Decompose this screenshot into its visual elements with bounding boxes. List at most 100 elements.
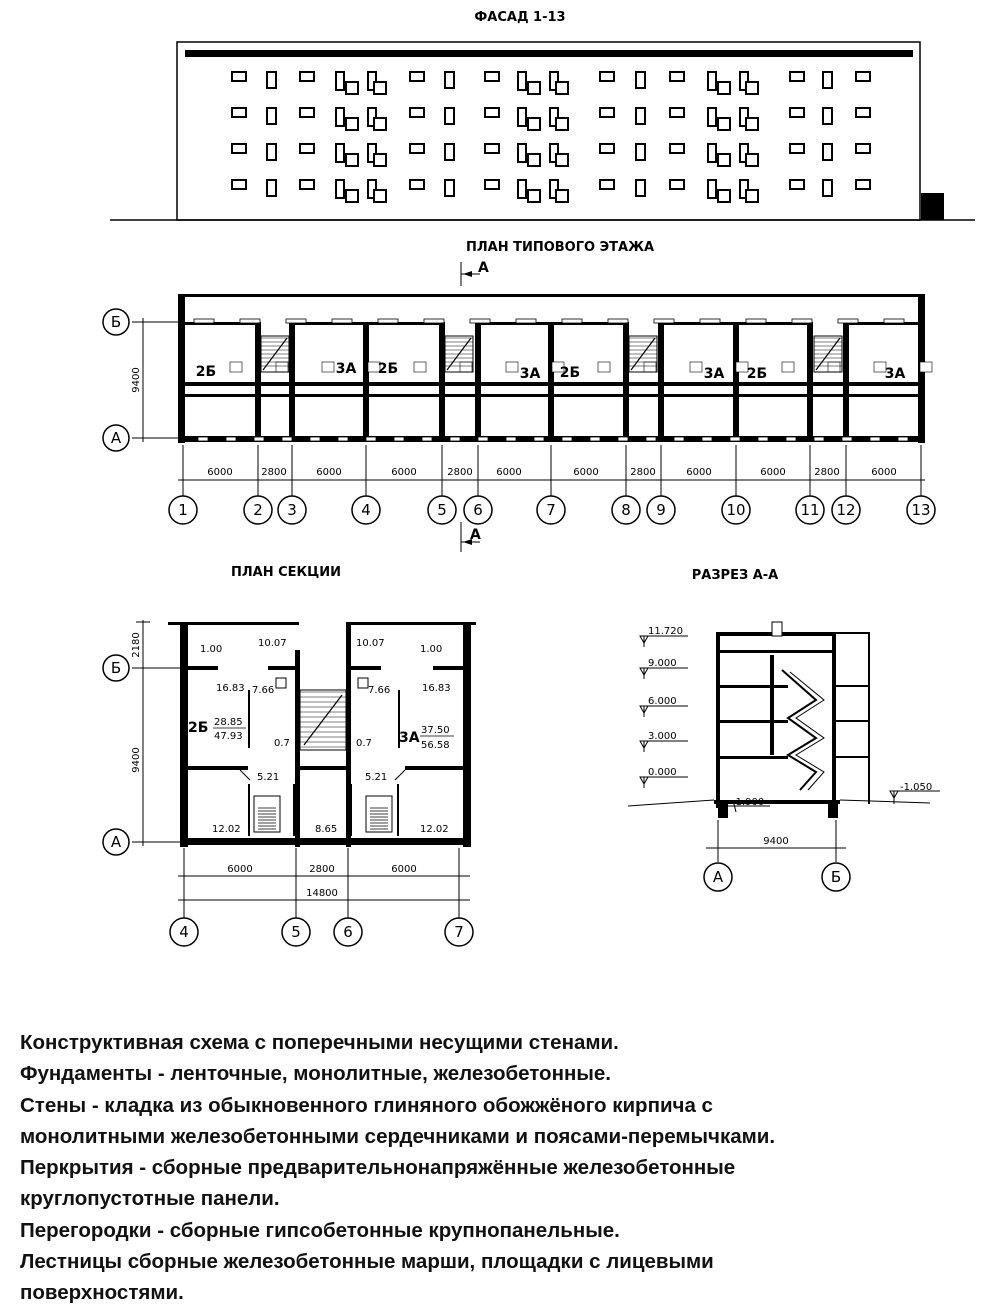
note-line: Конструктивная схема с поперечными несущ… — [20, 1031, 619, 1054]
facade-window — [266, 107, 277, 125]
span-dimension: 6000 — [227, 864, 252, 875]
facade-window — [517, 179, 527, 199]
span-dimension: 6000 — [207, 467, 232, 478]
plan-window — [253, 436, 265, 442]
sanitary-block — [413, 361, 427, 373]
sanitary-block — [643, 361, 657, 373]
depth-dimension: 9400 — [131, 747, 142, 772]
note-line: поверхностями. — [20, 1281, 184, 1305]
facade-windows — [231, 71, 871, 203]
column-axis-label: 11 — [800, 501, 819, 519]
plan-window — [225, 436, 237, 442]
level-mark: 11.720 — [648, 626, 683, 637]
span-dimension: 2800 — [630, 467, 655, 478]
balcony-window — [345, 117, 359, 131]
room-area: 12.02 — [212, 824, 241, 835]
plan-window — [757, 436, 769, 442]
column-axis-label: 8 — [621, 501, 631, 519]
partition-wall — [292, 322, 442, 325]
section-plan-title: ПЛАН СЕКЦИИ — [231, 565, 341, 580]
plan-window — [607, 318, 629, 324]
balcony-window — [527, 189, 541, 203]
facade-window — [335, 143, 345, 163]
facade-window — [855, 179, 871, 190]
apartment-label: 2Б — [196, 364, 216, 380]
facade-window — [517, 107, 527, 127]
sanitary-block — [689, 361, 703, 373]
span-dimension: 6000 — [573, 467, 598, 478]
span-dimension: 6000 — [496, 467, 521, 478]
facade-window — [517, 71, 527, 91]
balcony-window — [527, 153, 541, 167]
cross-section-title: РАЗРЕЗ А-А — [692, 568, 779, 583]
balcony-window — [745, 81, 759, 95]
plan-window — [883, 318, 905, 324]
balcony-window — [373, 81, 387, 95]
bearing-wall — [658, 322, 664, 438]
partition-wall — [185, 322, 258, 325]
facade-window — [484, 71, 500, 82]
plan-window — [561, 436, 573, 442]
plan-window — [337, 436, 349, 442]
balcony-window — [717, 189, 731, 203]
span-dimension: 9400 — [763, 836, 788, 847]
apartment-label: 3А — [520, 366, 541, 382]
section-plan: ПЛАН СЕКЦИИ — [102, 565, 476, 947]
partition-wall — [661, 322, 810, 325]
apartment-label: 2Б — [747, 366, 767, 382]
bearing-wall — [475, 322, 481, 438]
level-mark: 6.000 — [648, 696, 677, 707]
bearing-wall — [807, 322, 813, 438]
facade-window — [707, 71, 717, 91]
facade-window — [855, 107, 871, 118]
sanitary-block — [597, 361, 611, 373]
span-dimension: 6000 — [760, 467, 785, 478]
room-area: 5.21 — [365, 772, 387, 783]
plan-window — [589, 436, 601, 442]
plan-window — [377, 318, 399, 324]
sanitary-block — [505, 361, 519, 373]
facade-window — [635, 71, 646, 89]
facade-window — [484, 107, 500, 118]
room-area: 7.66 — [368, 685, 390, 696]
row-axis-label: Б — [111, 659, 121, 677]
facade-window — [231, 143, 247, 154]
plan-stairs — [260, 335, 843, 373]
plan-window — [617, 436, 629, 442]
facade-window — [599, 71, 615, 82]
bearing-wall — [289, 322, 295, 438]
apartment-label: 3А — [399, 730, 420, 746]
facade-drawing: ФАСАД 1-13 — [110, 10, 975, 221]
room-area: 10.07 — [258, 638, 287, 649]
facade-window — [231, 71, 247, 82]
facade-window — [299, 107, 315, 118]
room-area: 0.7 — [274, 738, 290, 749]
apartment-label: 2Б — [560, 365, 580, 381]
balcony-window — [527, 117, 541, 131]
level-mark: -1.900 — [732, 797, 764, 808]
facade-window — [822, 107, 833, 125]
sanitary-block — [873, 361, 887, 373]
facade-window — [822, 143, 833, 161]
typical-floor-plan: ПЛАН ТИПОВОГО ЭТАЖА А А 2Б 3А 2 — [102, 240, 936, 552]
room-area: 16.83 — [216, 683, 245, 694]
facade-window — [599, 179, 615, 190]
plan-window — [701, 436, 713, 442]
note-line: Стены - кладка из обыкновенного глиняног… — [20, 1093, 713, 1117]
facade-window — [444, 179, 455, 197]
apartment-label: 3А — [704, 366, 725, 382]
plan-window — [561, 318, 583, 324]
span-dimension: 2800 — [261, 467, 286, 478]
plan-window — [533, 436, 545, 442]
note-line: Перегородки - сборные гипсобетонные круп… — [20, 1218, 620, 1242]
facade-window — [707, 179, 717, 199]
room-area: 10.07 — [356, 638, 385, 649]
facade-window — [822, 179, 833, 197]
top-dimension: 2180 — [131, 632, 142, 657]
room-area: 8.65 — [315, 824, 337, 835]
depth-dimension: 9400 — [131, 367, 142, 392]
cut-marker-label: А — [470, 527, 481, 543]
column-axis-label: 2 — [253, 501, 263, 519]
level-mark: 3.000 — [648, 731, 677, 742]
